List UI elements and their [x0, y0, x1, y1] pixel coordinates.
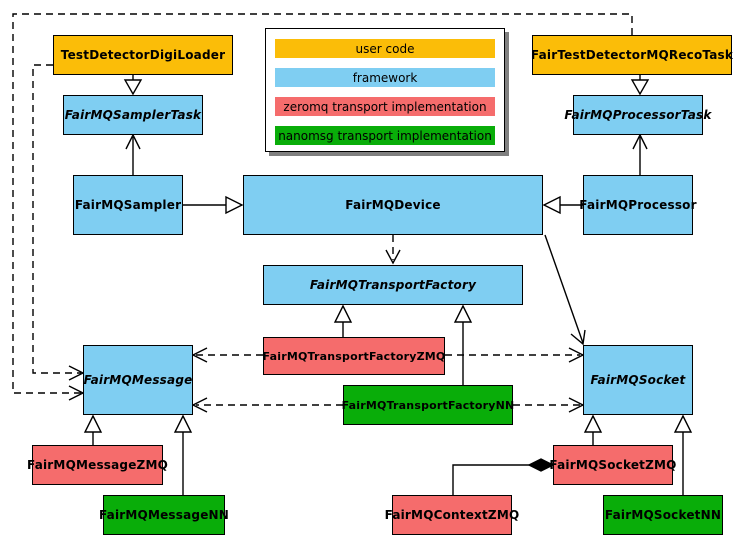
- node-testdetectordigiloader: TestDetectorDigiLoader: [53, 35, 233, 75]
- edge-sampler-device-inheritance: [183, 195, 244, 215]
- edge-socketnn-socket-inheritance: [673, 414, 693, 495]
- edge-processor-device-inheritance: [542, 195, 583, 215]
- legend-box: user code framework zeromq transport imp…: [265, 28, 505, 152]
- edge-recotask-processortask-inheritance: [630, 75, 650, 96]
- edge-factorynn-socket-dependency: [513, 397, 585, 413]
- legend-item-framework: framework: [275, 68, 495, 87]
- edge-factorynn-transportfactory-inheritance: [453, 304, 473, 385]
- node-fairmqprocessor: FairMQProcessor: [579, 175, 697, 235]
- legend-item-zeromq-transport: zeromq transport implementation: [275, 97, 495, 116]
- edge-factoryzmq-socket-dependency: [445, 347, 585, 363]
- edge-socketzmq-socket-inheritance: [583, 414, 603, 445]
- node-fairmqprocessortask: FairMQProcessorTask: [564, 95, 711, 135]
- edge-factoryzmq-message-dependency: [191, 347, 263, 363]
- node-fairmqsocket: FairMQSocket: [583, 345, 693, 415]
- edge-digiloader-samplertask-inheritance: [123, 75, 143, 96]
- node-fairmqmessagenn: FairMQMessageNN: [99, 495, 229, 535]
- node-fairmqmessagezmq: FairMQMessageZMQ: [27, 445, 168, 485]
- legend-item-user-code: user code: [275, 39, 495, 58]
- node-fairmqtransportfactoryzmq: FairMQTransportFactoryZMQ: [263, 337, 445, 375]
- node-fairmqtransportfactory: FairMQTransportFactory: [263, 265, 523, 305]
- node-fairmqsocketzmq: FairMQSocketZMQ: [549, 445, 676, 485]
- node-fairmqsampler: FairMQSampler: [73, 175, 183, 235]
- edge-processor-processortask-association: [632, 133, 648, 175]
- node-fairmqdevice: FairMQDevice: [243, 175, 543, 235]
- edge-factoryzmq-transportfactory-inheritance: [333, 304, 353, 337]
- node-fairtestdetectormqrecotask: FairTestDetectorMQRecoTask: [531, 35, 733, 75]
- edge-messagezmq-message-inheritance: [83, 414, 103, 445]
- node-fairmqtransportfactorynn: FairMQTransportFactoryNN: [342, 385, 514, 425]
- node-fairmqsocketnn: FairMQSocketNN: [603, 495, 723, 535]
- edge-contextzmq-socketzmq-composition: [452, 458, 555, 495]
- edge-sampler-samplertask-association: [125, 133, 141, 175]
- edge-factorynn-message-dependency: [191, 397, 343, 413]
- edge-device-socket-association: [544, 234, 586, 346]
- edge-messagenn-message-inheritance: [173, 414, 193, 495]
- node-fairmqsamplertask: FairMQSamplerTask: [63, 95, 203, 135]
- edge-device-transportfactory-dependency: [385, 235, 401, 265]
- node-fairmqcontextzmq: FairMQContextZMQ: [385, 495, 519, 535]
- legend-item-nanomsg-transport: nanomsg transport implementation: [275, 126, 495, 145]
- node-fairmqmessage: FairMQMessage: [83, 345, 193, 415]
